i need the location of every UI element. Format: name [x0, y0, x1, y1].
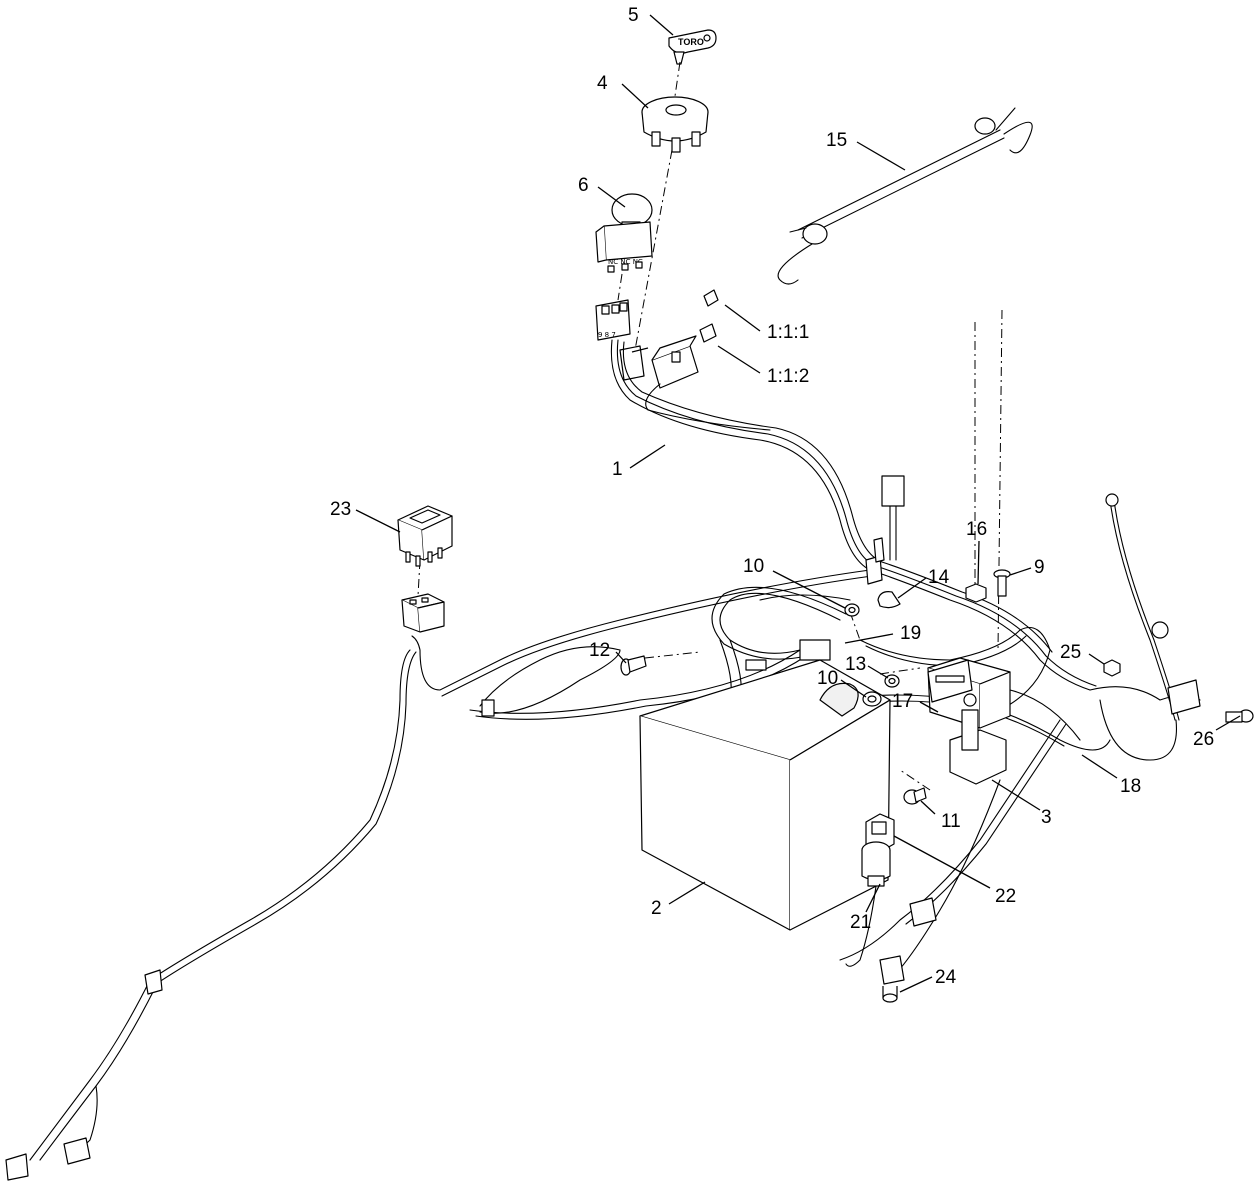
- callout-15: 15: [826, 130, 847, 151]
- bolt-part-26: [1225, 709, 1254, 723]
- assembly-line: [997, 309, 1003, 651]
- bolt-part-12: [620, 655, 647, 676]
- key-part-5: TORO: [668, 29, 717, 65]
- bolt-part-9: [993, 569, 1011, 597]
- callout-13: 13: [845, 654, 866, 675]
- pto-switch-part-6: NC NC NC: [595, 193, 653, 273]
- callout-1: 1: [612, 459, 623, 480]
- callout-14: 14: [928, 567, 950, 588]
- callout-21: 21: [850, 912, 871, 933]
- fuse-block-part-17: [927, 659, 973, 703]
- assembly-line: [879, 667, 921, 675]
- washer-part-13: [884, 674, 900, 688]
- rocker-switch-part-23: [397, 505, 453, 633]
- callout-6: 6: [578, 175, 589, 196]
- key-tag-text: TORO: [678, 37, 704, 47]
- ignition-switch-part-4: [641, 96, 709, 153]
- callout-9: 9: [1034, 557, 1045, 578]
- cable-part-15: [777, 107, 1033, 285]
- callout-2: 2: [651, 898, 662, 919]
- battery-part-2: [639, 659, 891, 931]
- callout-1-1-1: 1:1:1: [767, 322, 809, 343]
- callout-4: 4: [597, 73, 608, 94]
- assembly-line: [899, 769, 931, 791]
- switch-connector: 9 8 7: [595, 299, 631, 341]
- switch-terminal-text: 9 8 7: [598, 331, 616, 339]
- callout-leaders: [355, 14, 1241, 993]
- assembly-line: [634, 149, 673, 351]
- cable-part-18: [1009, 689, 1081, 741]
- callout-18: 18: [1120, 776, 1141, 797]
- callout-22: 22: [995, 886, 1016, 907]
- fuse-holder-connectors: [651, 289, 719, 389]
- callout-19: 19: [900, 623, 921, 644]
- callout-25: 25: [1060, 642, 1081, 663]
- callout-24: 24: [935, 967, 957, 988]
- bolt-part-11: [903, 787, 927, 805]
- callout-1-1-2: 1:1:2: [767, 366, 809, 387]
- wiring-harness-part-1: [5, 339, 1201, 1181]
- terminal-part-14: [877, 591, 901, 609]
- washer-part-10-upper: [844, 603, 860, 617]
- switch-contact-text: NC NC NC: [608, 258, 643, 266]
- assembly-line: [849, 611, 861, 641]
- callout-labels: 5 4 15 6 1:1:1 1:1:2 1 23 16 9 10 14 19 …: [330, 5, 1214, 988]
- key-switch-part-21: [845, 841, 891, 967]
- nut-part-16: [965, 583, 987, 603]
- assembly-line: [644, 651, 701, 659]
- washer-part-10-lower: [862, 691, 882, 707]
- callout-10-lower: 10: [817, 668, 838, 689]
- nut-part-25: [1103, 659, 1121, 677]
- callout-10-upper: 10: [743, 556, 764, 577]
- callout-5: 5: [628, 5, 639, 26]
- cable-part-19: [759, 594, 851, 601]
- callout-3: 3: [1041, 807, 1052, 828]
- assembly-line: [674, 61, 681, 97]
- callout-23: 23: [330, 499, 351, 520]
- callout-12: 12: [589, 640, 610, 661]
- callout-16: 16: [966, 519, 987, 540]
- assembly-line: [617, 273, 623, 301]
- callout-11: 11: [941, 811, 961, 832]
- callout-26: 26: [1193, 729, 1214, 750]
- callout-17: 17: [892, 691, 913, 712]
